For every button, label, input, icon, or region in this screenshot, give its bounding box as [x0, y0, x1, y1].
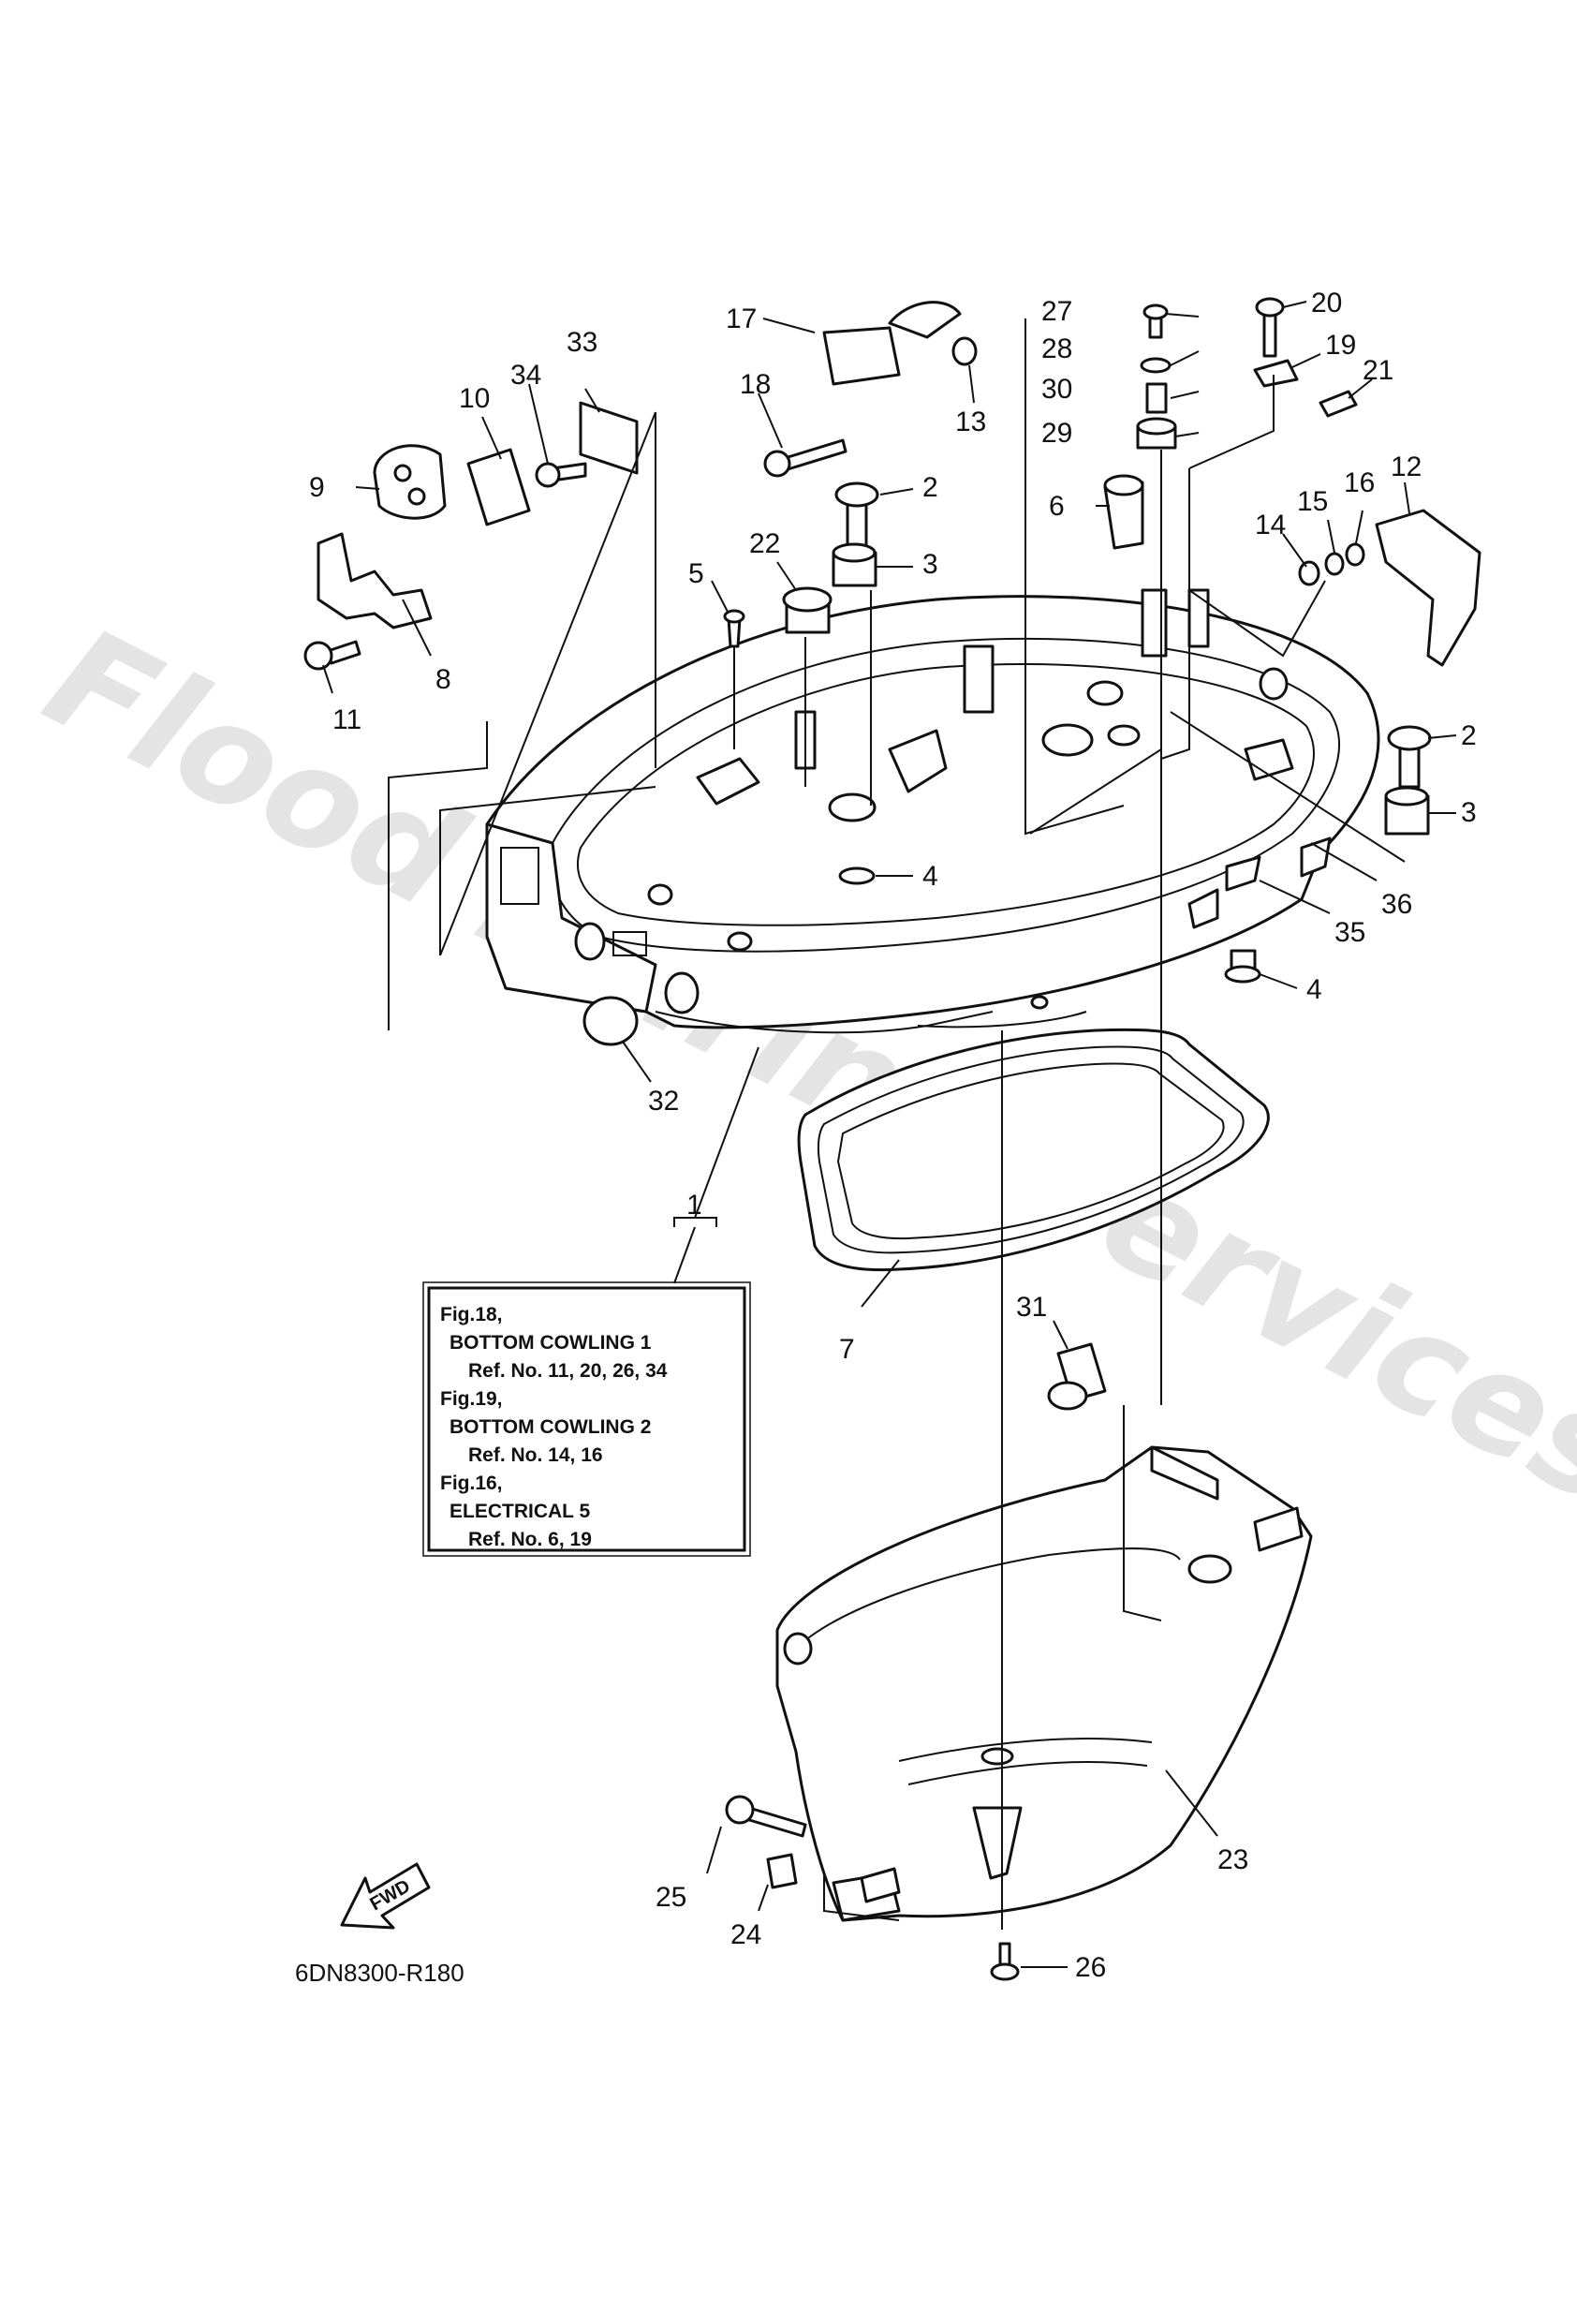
callout-2a: 2	[922, 472, 938, 503]
callout-20: 20	[1311, 288, 1342, 318]
callout-29: 29	[1041, 418, 1072, 449]
callout-17: 17	[726, 303, 757, 334]
callout-4b: 4	[1306, 974, 1322, 1005]
callout-10: 10	[459, 383, 490, 414]
callout-2b: 2	[1461, 720, 1477, 751]
callout-4a: 4	[922, 861, 938, 892]
leader-lines	[322, 301, 1457, 1968]
figure-code: 6DN8300-R180	[295, 1959, 464, 1987]
callout-5: 5	[688, 558, 704, 589]
note-line-4: Fig.19,	[440, 1388, 503, 1410]
note-line-6: Ref. No. 14, 16	[468, 1444, 603, 1466]
callout-16: 16	[1344, 467, 1375, 498]
callout-15: 15	[1297, 486, 1328, 517]
callout-14: 14	[1255, 510, 1286, 540]
lower-cowling-drawing	[775, 1445, 1313, 1922]
callout-35: 35	[1334, 917, 1365, 948]
callout-26: 26	[1075, 1952, 1106, 1983]
callout-28: 28	[1041, 333, 1072, 364]
callout-9: 9	[309, 472, 325, 503]
callout-27: 27	[1041, 296, 1072, 327]
callout-8: 8	[435, 664, 451, 695]
callout-30: 30	[1041, 374, 1072, 405]
callout-18: 18	[740, 369, 771, 400]
callout-32: 32	[648, 1086, 679, 1117]
callout-19: 19	[1325, 330, 1356, 361]
note-line-2: BOTTOM COWLING 1	[450, 1332, 652, 1354]
callout-labels: 1 2 2 3 3 4 4 5 6 7 8 9 10 11 12 13 14 1…	[309, 288, 1477, 1983]
callout-3b: 3	[1461, 797, 1477, 828]
reference-note: Fig.18, BOTTOM COWLING 1 Ref. No. 11, 20…	[422, 1281, 751, 1557]
assembly-lines	[388, 318, 1406, 1930]
callout-1: 1	[686, 1190, 702, 1221]
callout-34: 34	[510, 360, 541, 391]
note-line-1: Fig.18,	[440, 1304, 503, 1325]
bottom-cowling-drawing	[485, 588, 1380, 1034]
callout-31: 31	[1016, 1292, 1047, 1323]
callout-13: 13	[955, 407, 986, 437]
note-line-9: Ref. No. 6, 19	[468, 1529, 592, 1550]
note-line-5: BOTTOM COWLING 2	[450, 1416, 651, 1438]
callout-12: 12	[1391, 451, 1422, 482]
callout-3a: 3	[922, 549, 938, 580]
callout-7: 7	[839, 1334, 855, 1365]
note-line-3: Ref. No. 11, 20, 26, 34	[468, 1360, 668, 1382]
callout-25: 25	[656, 1882, 686, 1913]
callout-23: 23	[1217, 1844, 1248, 1875]
fwd-arrow-icon: FWD	[340, 1862, 431, 1930]
seal-drawing	[797, 1028, 1270, 1272]
callout-21: 21	[1363, 355, 1393, 386]
callout-24: 24	[730, 1919, 761, 1950]
callout-22: 22	[749, 528, 780, 559]
note-line-8: ELECTRICAL 5	[450, 1501, 590, 1522]
callout-36: 36	[1381, 889, 1412, 920]
note-line-7: Fig.16,	[440, 1473, 503, 1494]
callout-11: 11	[332, 704, 361, 735]
callout-33: 33	[567, 327, 597, 358]
callout-6: 6	[1049, 491, 1065, 522]
small-parts	[303, 297, 1481, 1981]
